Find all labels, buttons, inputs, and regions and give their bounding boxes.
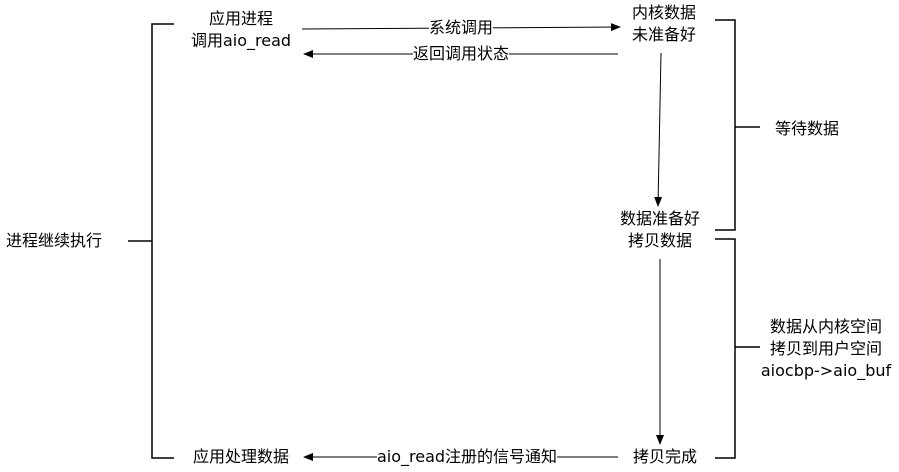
copy-phase-line3: aiocbp->aio_buf [760, 361, 892, 380]
wait-bracket [715, 19, 736, 231]
kernel-not-ready-line1: 内核数据 [631, 3, 697, 22]
wait-arrow [654, 52, 663, 207]
system-call-label: 系统调用 [428, 17, 494, 39]
kernel-not-ready-line2: 未准备好 [631, 25, 697, 44]
continue-bracket [151, 23, 174, 459]
app-process-line2: 调用aio_read [190, 31, 292, 50]
copy-bracket [715, 238, 736, 459]
app-process-node: 应用进程 调用aio_read [190, 8, 292, 52]
wait-data-label: 等待数据 [774, 118, 840, 140]
return-status-label: 返回调用状态 [412, 43, 510, 65]
data-ready-line2: 拷贝数据 [627, 231, 693, 250]
app-process-line1: 应用进程 [208, 9, 274, 28]
continue-label: 进程继续执行 [6, 230, 103, 252]
data-ready-node: 数据准备好 拷贝数据 [619, 208, 701, 252]
signal-notify-label: aio_read注册的信号通知 [376, 446, 558, 468]
copy-phase-label: 数据从内核空间 拷贝到用户空间 aiocbp->aio_buf [760, 316, 892, 382]
copy-phase-line2: 拷贝到用户空间 [769, 339, 883, 358]
copy-phase-line1: 数据从内核空间 [769, 317, 883, 336]
app-handle-node: 应用处理数据 [192, 446, 290, 468]
copy-done-node: 拷贝完成 [632, 446, 698, 468]
kernel-not-ready-node: 内核数据 未准备好 [631, 2, 697, 46]
data-ready-line1: 数据准备好 [619, 209, 701, 228]
